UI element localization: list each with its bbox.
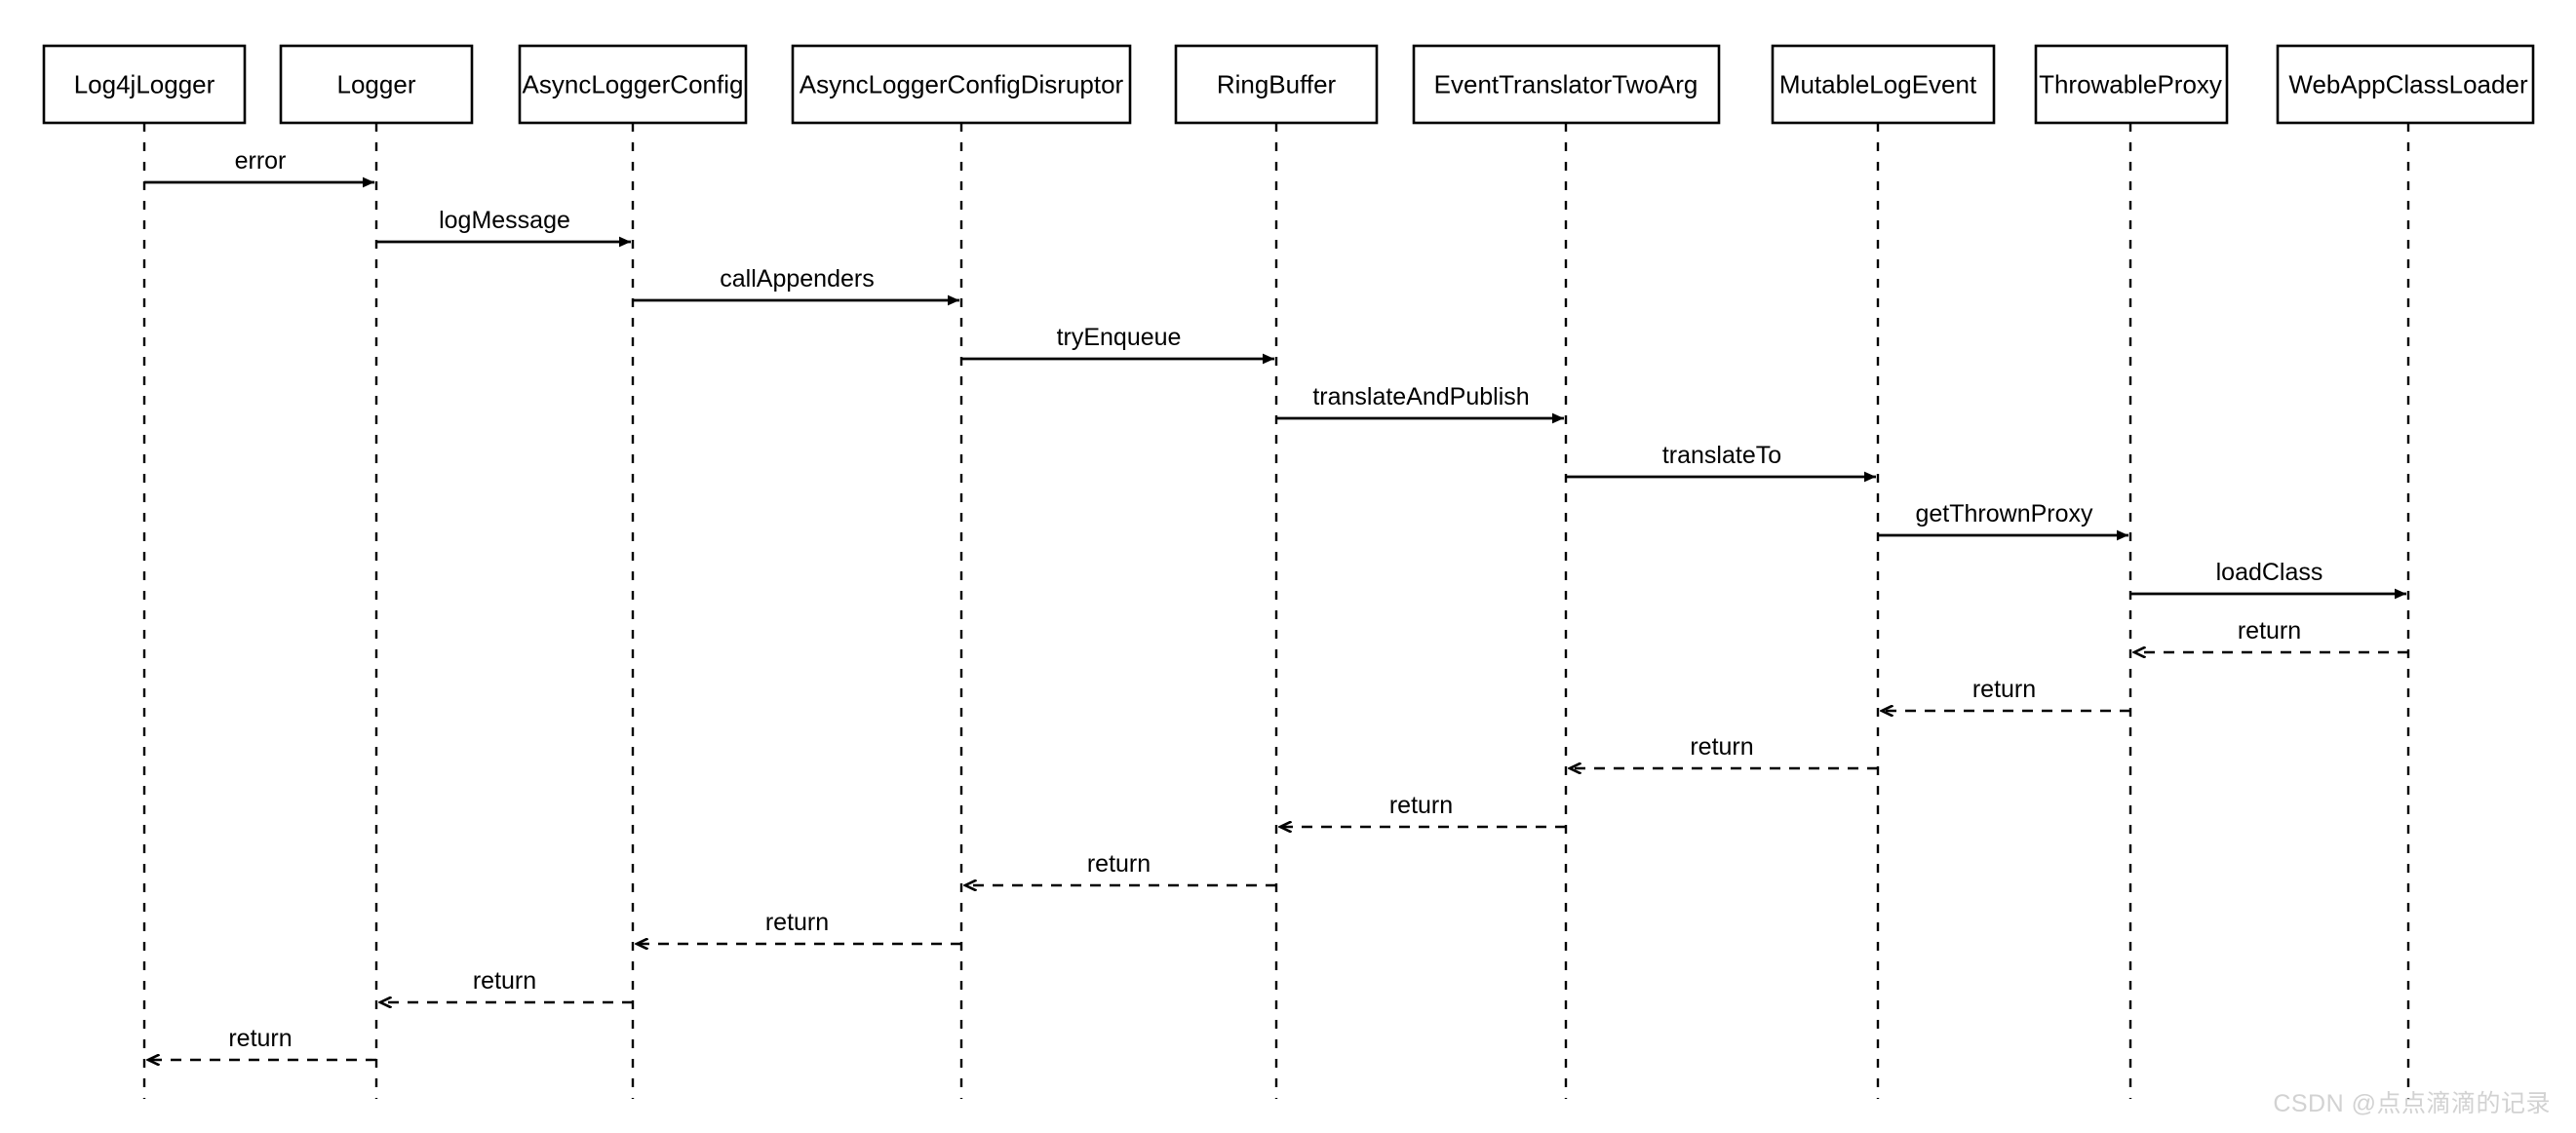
message-label-5: translateTo <box>1662 442 1781 469</box>
messages-group: error logMessage callAppenders tryEnqueue tr… <box>144 147 2408 1060</box>
message-label-2: callAppenders <box>720 265 874 293</box>
message-label-8: return <box>2238 617 2301 645</box>
message-14-return[interactable]: return <box>380 967 633 1002</box>
message-4-call[interactable]: translateAndPublish <box>1276 383 1564 424</box>
message-5-call[interactable]: translateTo <box>1566 442 1876 483</box>
message-13-return[interactable]: return <box>637 909 961 944</box>
message-12-return[interactable]: return <box>965 850 1276 885</box>
participant-label-log4jlogger: Log4jLogger <box>74 70 215 99</box>
message-6-call[interactable]: getThrownProxy <box>1878 500 2128 541</box>
message-3-call[interactable]: tryEnqueue <box>961 324 1274 365</box>
participant-box-mutablelog[interactable] <box>1771 44 1996 125</box>
participant-label-logger: Logger <box>337 70 416 99</box>
participant-box-throwproxy[interactable] <box>2034 44 2229 125</box>
message-label-10: return <box>1690 733 1753 761</box>
participant-asyncconfig[interactable]: AsyncLoggerConfig <box>518 44 748 125</box>
message-10-return[interactable]: return <box>1570 733 1878 768</box>
message-15-return[interactable]: return <box>148 1025 376 1060</box>
message-label-12: return <box>1087 850 1151 878</box>
participant-box-asyncconfig[interactable] <box>518 44 748 125</box>
participant-disruptor[interactable]: AsyncLoggerConfigDisruptor <box>791 44 1132 125</box>
message-label-7: loadClass <box>2216 559 2323 586</box>
participant-label-ringbuffer: RingBuffer <box>1217 70 1337 99</box>
message-label-13: return <box>765 909 829 936</box>
participant-label-throwproxy: ThrowableProxy <box>2039 70 2222 99</box>
lifelines-group <box>142 123 2410 1099</box>
message-11-return[interactable]: return <box>1280 792 1566 827</box>
participant-box-translator[interactable] <box>1412 44 1721 125</box>
message-label-6: getThrownProxy <box>1915 500 2093 527</box>
participant-label-mutablelog: MutableLogEvent <box>1779 70 1977 99</box>
message-1-call[interactable]: logMessage <box>376 207 631 248</box>
participant-mutablelog[interactable]: MutableLogEvent <box>1771 44 1996 125</box>
participant-box-disruptor[interactable] <box>791 44 1132 125</box>
participant-box-ringbuffer[interactable] <box>1174 44 1379 125</box>
message-0-call[interactable]: error <box>144 147 374 188</box>
message-label-3: tryEnqueue <box>1057 324 1182 351</box>
message-label-15: return <box>228 1025 292 1052</box>
message-label-11: return <box>1389 792 1453 819</box>
participant-label-asyncconfig: AsyncLoggerConfig <box>523 70 744 99</box>
participant-label-translator: EventTranslatorTwoArg <box>1434 70 1698 99</box>
participant-classloader[interactable]: WebAppClassLoader <box>2276 44 2535 125</box>
message-label-0: error <box>235 147 287 175</box>
participant-box-logger[interactable] <box>279 44 474 125</box>
participant-ringbuffer[interactable]: RingBuffer <box>1174 44 1379 125</box>
participant-label-disruptor: AsyncLoggerConfigDisruptor <box>800 70 1124 99</box>
message-label-1: logMessage <box>439 207 570 234</box>
participant-box-classloader[interactable] <box>2276 44 2535 125</box>
message-label-14: return <box>473 967 536 995</box>
participant-translator[interactable]: EventTranslatorTwoArg <box>1412 44 1721 125</box>
watermark: CSDN @点点滴滴的记录 <box>2273 1090 2551 1117</box>
participant-log4jlogger[interactable]: Log4jLogger <box>42 44 247 125</box>
participant-box-log4jlogger[interactable] <box>42 44 247 125</box>
message-label-9: return <box>1972 676 2036 703</box>
message-8-return[interactable]: return <box>2134 617 2408 652</box>
message-label-4: translateAndPublish <box>1312 383 1529 410</box>
participants-group: Log4jLogger Logger AsyncLoggerConfig AsyncL… <box>42 44 2535 125</box>
message-9-return[interactable]: return <box>1882 676 2130 711</box>
participant-throwproxy[interactable]: ThrowableProxy <box>2034 44 2229 125</box>
message-7-call[interactable]: loadClass <box>2130 559 2406 600</box>
participant-logger[interactable]: Logger <box>279 44 474 125</box>
message-2-call[interactable]: callAppenders <box>633 265 959 306</box>
participant-label-classloader: WebAppClassLoader <box>2288 70 2528 99</box>
